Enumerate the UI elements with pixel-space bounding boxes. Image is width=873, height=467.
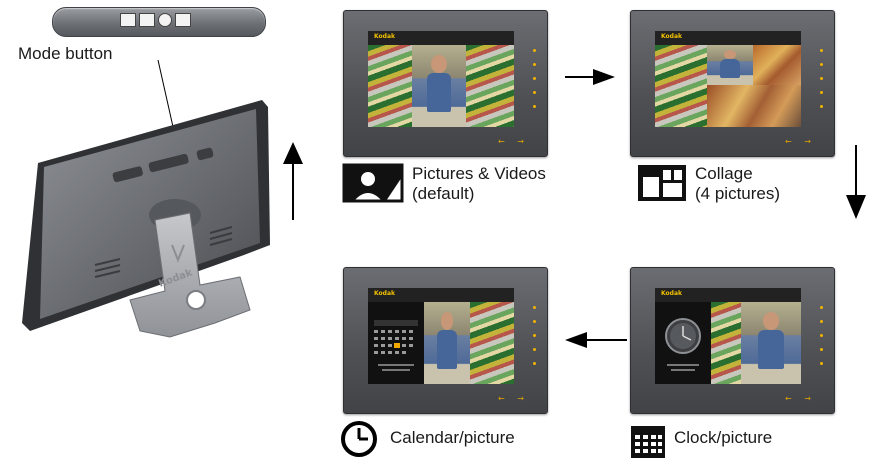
caption-collage: Collage (4 pictures) (695, 164, 780, 204)
collage-grid-icon (638, 165, 686, 201)
nav-arrows: ← → (498, 394, 529, 403)
arrow-up (283, 142, 303, 220)
clock-panel (655, 302, 711, 384)
screen-calendar-picture: Kodak ← → (343, 267, 548, 414)
led-column (820, 49, 824, 119)
picture-person-icon (120, 13, 136, 27)
collage-grid-icon (139, 13, 155, 27)
clock-icon (158, 13, 172, 27)
screen-clock-picture: Kodak ← → (630, 267, 835, 414)
picture-person-icon (342, 163, 404, 203)
mode-detail: (4 pictures) (695, 184, 781, 203)
led-column (533, 49, 537, 119)
led-column (533, 306, 537, 376)
photo-frame-device: Kodak (22, 100, 270, 338)
clock-icon (341, 421, 377, 457)
arrow-down (846, 145, 866, 219)
caption-clock-picture: Clock/picture (674, 428, 773, 447)
screen-pictures-videos: Kodak ← → (343, 10, 548, 157)
nav-arrows: ← → (785, 137, 816, 146)
nav-arrows: ← → (785, 394, 816, 403)
brand-logo: Kodak (374, 290, 395, 297)
mode-icons (120, 13, 191, 27)
arrow-left (565, 332, 627, 348)
brand-logo: Kodak (661, 290, 682, 297)
led-column (820, 306, 824, 376)
arrow-right (565, 69, 615, 85)
brand-logo: Kodak (374, 33, 395, 40)
caption-pictures-videos: Pictures & Videos (default) (412, 164, 546, 204)
calendar-grid-icon (631, 426, 665, 458)
nav-arrows: ← → (498, 137, 529, 146)
brand-logo: Kodak (661, 33, 682, 40)
caption-calendar-picture: Calendar/picture (390, 428, 515, 447)
screen-collage: Kodak ← → (630, 10, 835, 157)
mode-name: Pictures & Videos (412, 164, 546, 183)
calendar-grid-icon (175, 13, 191, 27)
mode-button-label: Mode button (18, 44, 113, 63)
mode-name: Collage (695, 164, 753, 183)
mode-detail: (default) (412, 184, 475, 203)
calendar-panel (368, 302, 424, 384)
mode-button-strip[interactable] (52, 7, 266, 37)
